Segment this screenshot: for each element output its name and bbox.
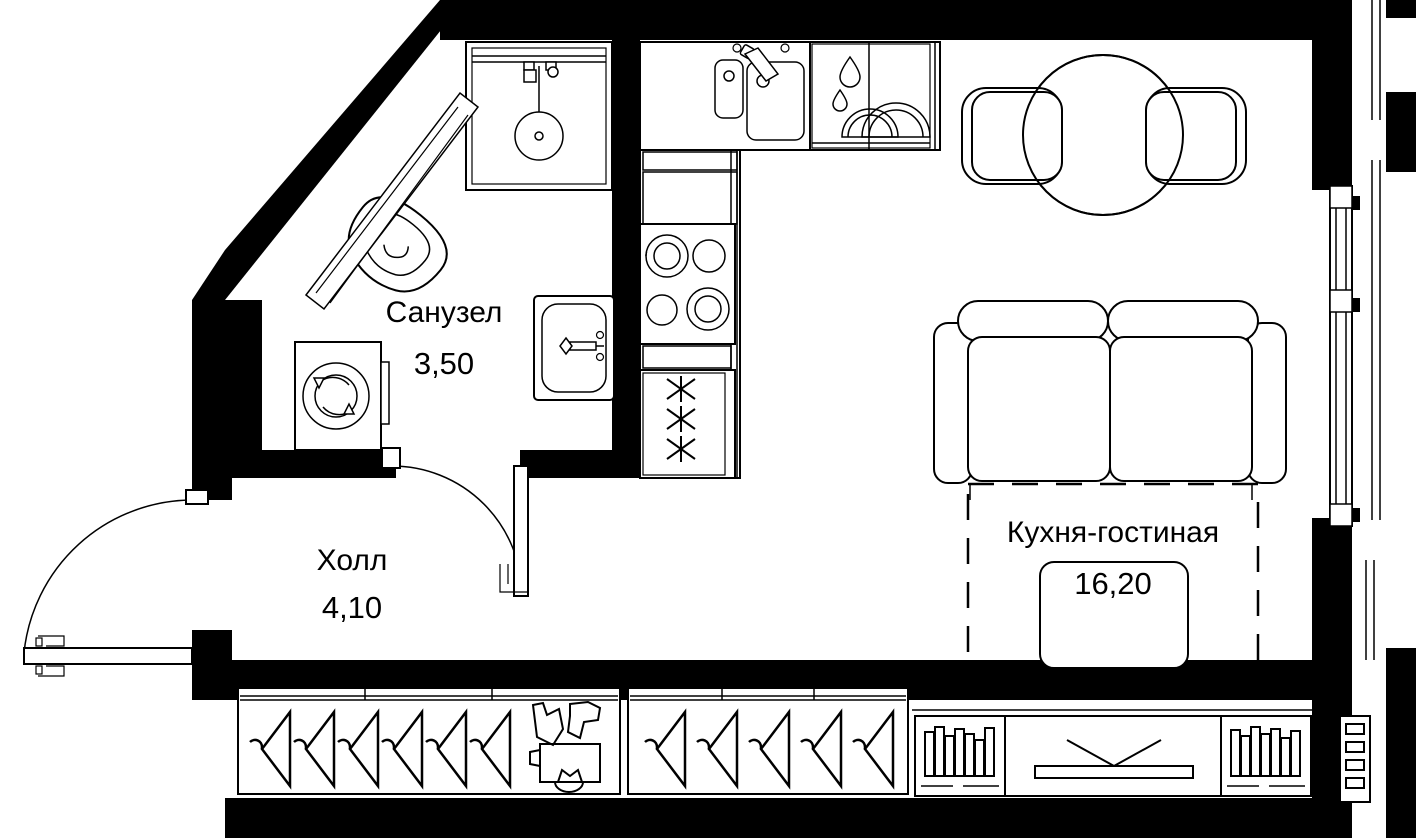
entry-door-icon[interactable]: [23, 489, 209, 677]
bathroom-door-icon[interactable]: [381, 447, 529, 597]
kitchen-cabinet-mid: [642, 345, 732, 369]
room-area-bathroom: 3,50: [414, 346, 474, 381]
kitchen-counter-sink-bay: [639, 41, 811, 151]
bookshelf-left-icon: [914, 715, 1006, 797]
wall-right-upper: [1312, 0, 1352, 190]
bathroom-sink-icon: [533, 295, 615, 401]
refrigerator-icon: [639, 369, 736, 479]
area-rug-icon: [966, 482, 1260, 698]
room-area-hall: 4,10: [322, 590, 382, 625]
room-label-kitchen-living: Кухня-гостиная: [1007, 516, 1219, 549]
wall-bottom-thick: [225, 798, 1340, 838]
room-label-bathroom: Санузел: [386, 296, 503, 329]
wall-right-outer-mid: [1386, 92, 1416, 172]
wardrobe-left: [237, 687, 621, 795]
tv-stand-icon: [1004, 715, 1222, 797]
walls-group: [192, 0, 1416, 838]
toilet-tank-icon: [304, 91, 480, 311]
bookshelf-right-icon: [1220, 715, 1312, 797]
kitchen-sink-icon: [714, 43, 805, 141]
wall-left: [192, 300, 232, 500]
doors-group: [23, 447, 529, 677]
dining-chair-left-icon: [961, 87, 1063, 185]
shower-enclosure-icon: [465, 41, 613, 191]
living-room-furniture: [933, 54, 1287, 698]
wall-right-outer-top: [1386, 0, 1416, 18]
wall-bathroom-east: [612, 40, 640, 478]
wall-top: [440, 0, 1320, 40]
wall-angled-upper-left: [225, 0, 465, 300]
tv-wall-unit: [912, 709, 1314, 797]
wall-shower-left: [232, 300, 262, 450]
wardrobe-accessory-icons: [529, 700, 602, 793]
exterior-balcony-detail: [1339, 715, 1371, 803]
room-area-kitchen-living: 16,20: [1074, 566, 1152, 601]
hanger-icons: [249, 708, 512, 790]
dishwasher-icon: [809, 41, 941, 151]
coffee-table-icon: [1039, 561, 1189, 669]
dining-chair-right-icon: [1145, 87, 1247, 185]
wall-bathroom-south-right: [520, 450, 632, 478]
sofa-icon: [933, 300, 1287, 500]
wardrobe-right: [627, 687, 909, 795]
wall-right-outer-bottom: [1386, 648, 1416, 838]
hanger-icons: [644, 708, 895, 790]
cooktop-icon: [639, 223, 736, 345]
bathroom-fixtures: [294, 41, 615, 451]
washing-machine-icon: [294, 341, 390, 451]
kitchen-fixtures: [639, 41, 941, 479]
room-label-hall: Холл: [317, 544, 388, 577]
room-labels-group: Санузел 3,50 Холл 4,10 Кухня-гостиная 16…: [317, 296, 1219, 625]
window-right-icon: [1329, 0, 1381, 660]
wall-bathroom-south: [232, 450, 396, 478]
dining-table-outline: [1022, 54, 1184, 216]
